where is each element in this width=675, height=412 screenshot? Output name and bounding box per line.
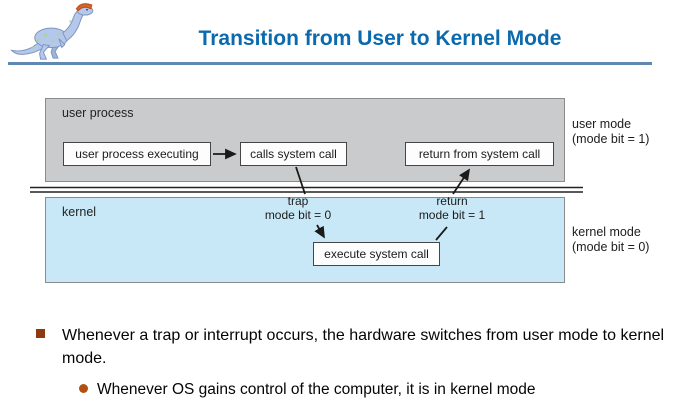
bullet-sub-text: Whenever OS gains control of the compute… [97, 381, 536, 398]
return-label-line1: return [436, 194, 468, 208]
box-calls-system-call: calls system call [240, 142, 347, 166]
bullet-dot-icon [79, 384, 88, 393]
kernel-mode-line1: kernel mode [572, 225, 641, 239]
return-label-line2: mode bit = 1 [418, 207, 486, 222]
box-user-process-executing: user process executing [63, 142, 211, 166]
trap-label: trap mode bit = 0 [248, 194, 348, 222]
slide-title: Transition from User to Kernel Mode [198, 27, 562, 50]
box-execute-system-call: execute system call [313, 242, 440, 266]
return-label: return mode bit = 1 [402, 194, 502, 222]
bullet-square-icon [36, 329, 45, 338]
trap-label-line1: trap [287, 194, 309, 208]
dinosaur-logo-icon [10, 3, 94, 60]
user-mode-line1: user mode [572, 117, 632, 131]
bullet-main-text: Whenever a trap or interrupt occurs, the… [62, 327, 665, 367]
kernel-mode-label: kernel mode (mode bit = 0) [572, 225, 672, 255]
user-mode-line2: (mode bit = 1) [572, 132, 650, 146]
trap-label-line2: mode bit = 0 [264, 207, 332, 222]
user-mode-label: user mode (mode bit = 1) [572, 117, 672, 147]
user-process-region: user process [45, 98, 565, 182]
kernel-region-label: kernel [62, 205, 97, 219]
user-process-region-label: user process [62, 106, 134, 120]
kernel-mode-line2: (mode bit = 0) [572, 240, 650, 254]
kernel-region: kernel [45, 197, 565, 283]
title-underline [8, 62, 652, 65]
box-return-from-system-call: return from system call [405, 142, 554, 166]
